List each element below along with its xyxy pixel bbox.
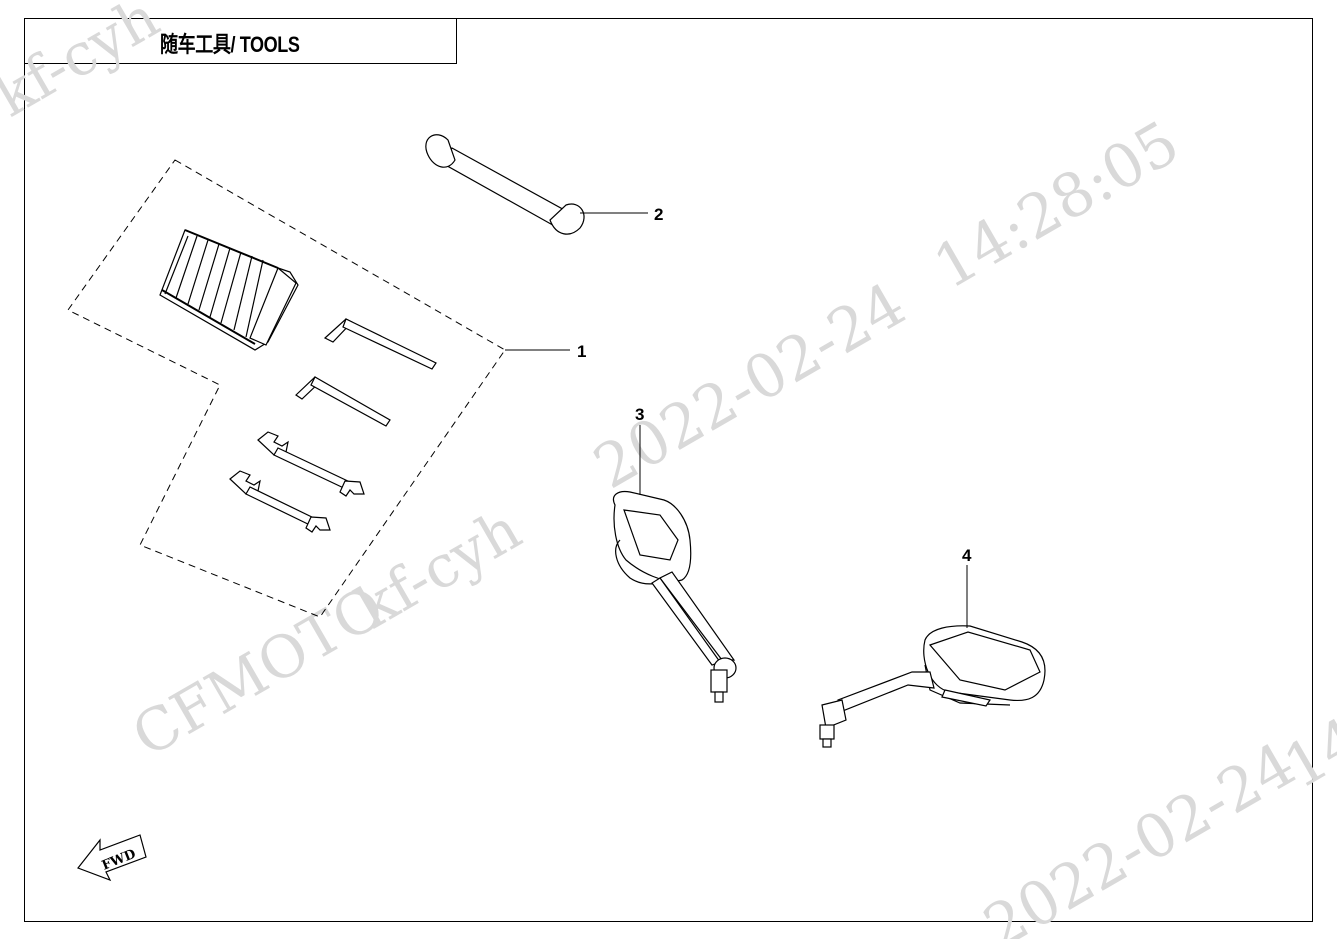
watermark-brand: CFMOTO (121, 572, 396, 770)
tool-pouch (159, 229, 299, 351)
watermark-date-middle: 2022-02-24 (583, 269, 918, 503)
page-title: 随车工具/ TOOLS (160, 32, 300, 57)
grip-bar (425, 134, 585, 235)
callout-label-3: 3 (635, 405, 644, 424)
drawing-frame (24, 18, 1313, 922)
callout-label-4: 4 (962, 546, 972, 565)
hex-key-large (323, 318, 437, 370)
callout-2: 2 (580, 205, 663, 224)
callout-3: 3 (635, 405, 644, 495)
wrench-1 (257, 431, 365, 497)
callout-4: 4 (962, 546, 972, 628)
mirror-right (819, 625, 1046, 748)
watermark-time-top: 14:28:05 (923, 108, 1191, 303)
watermark-date-bottom: 2022-02-24 (973, 729, 1308, 939)
callout-label-1: 1 (577, 342, 586, 361)
watermark-user-top: kf-cyh (0, 0, 170, 130)
mirror-left (612, 490, 737, 703)
hex-key-small (295, 376, 391, 427)
fwd-arrow: FWD (77, 834, 147, 882)
callout-label-2: 2 (654, 205, 663, 224)
wrench-2 (229, 470, 331, 533)
callout-1: 1 (505, 342, 586, 361)
title-block (24, 18, 457, 64)
